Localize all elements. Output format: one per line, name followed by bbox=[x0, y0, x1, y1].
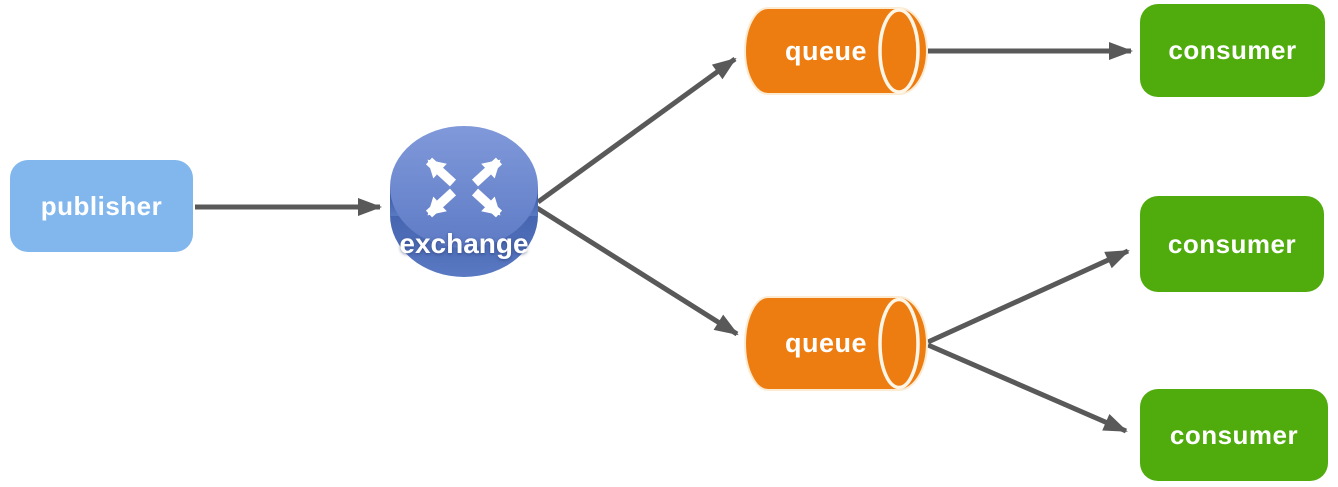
exchange-router-icon bbox=[390, 126, 538, 277]
queue-top-cap bbox=[878, 8, 920, 94]
node-consumer-top: consumer bbox=[1140, 4, 1325, 97]
crossed-arrows-icon bbox=[425, 157, 503, 218]
edge-queue-bottom-consumer-bottom bbox=[927, 342, 1128, 434]
consumer-top-label: consumer bbox=[1168, 35, 1297, 65]
edge-exchange-queue-bottom bbox=[535, 205, 739, 337]
node-consumer-bottom: consumer bbox=[1140, 389, 1328, 481]
edge-exchange-queue-top bbox=[536, 56, 737, 205]
queue-bottom-cylinder bbox=[744, 296, 928, 391]
consumer-bottom-label: consumer bbox=[1169, 419, 1299, 450]
node-publisher: publisher bbox=[10, 160, 193, 252]
node-consumer-middle: consumer bbox=[1140, 196, 1324, 292]
edge-queue-bottom-consumer-middle bbox=[926, 248, 1130, 345]
exchange-top-face bbox=[390, 126, 538, 248]
queue-top-cylinder bbox=[744, 7, 928, 95]
publisher-label: publisher bbox=[40, 190, 163, 221]
queue-bottom-cap bbox=[878, 297, 920, 390]
consumer-middle-label: consumer bbox=[1167, 228, 1297, 259]
